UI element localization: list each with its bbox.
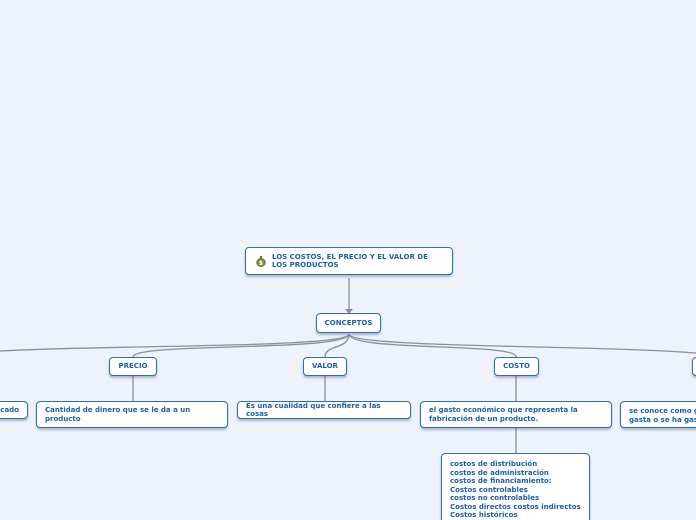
right-branch-node[interactable]: [692, 357, 696, 376]
valor-label: VALOR: [312, 362, 338, 371]
list-item: Costos históricos: [450, 511, 518, 519]
left-partial-description[interactable]: icado: [0, 401, 28, 419]
list-item: costos de distribución: [450, 460, 538, 468]
precio-description[interactable]: Cantidad de dinero que se le da a un pro…: [36, 401, 228, 428]
list-item: costos de financiamiento:: [450, 477, 552, 485]
left-partial-text: icado: [0, 405, 19, 414]
root-title: LOS COSTOS, EL PRECIO Y EL VALOR DE LOS …: [272, 252, 428, 270]
valor-description-text: Es una cualidad que confiere a las cosas: [246, 401, 381, 419]
costo-types-list[interactable]: costos de distribución costos de adminis…: [441, 453, 590, 520]
precio-description-text: Cantidad de dinero que se le da a un pro…: [45, 406, 191, 423]
list-item: Costos directos costos indirectos: [450, 502, 581, 511]
list-item: costos no controlables: [450, 494, 540, 502]
connector-valor: [324, 333, 350, 358]
connector-right-partial: [348, 333, 696, 354]
connector-left-partial: [0, 333, 350, 352]
list-item: Costos controlables: [450, 485, 528, 494]
svg-text:$: $: [259, 260, 263, 267]
root-connector-arrow: [345, 309, 353, 314]
money-bag-icon: $: [256, 256, 266, 267]
costo-description[interactable]: el gasto económico que representa la fab…: [420, 401, 612, 428]
connector-precio: [132, 333, 350, 358]
list-item: costos de administración: [450, 468, 549, 477]
valor-node[interactable]: VALOR: [303, 357, 347, 376]
root-topic[interactable]: $ LOS COSTOS, EL PRECIO Y EL VALOR DE LO…: [245, 247, 453, 275]
right-partial-description[interactable]: se conoce como g gasta o se ha gas: [620, 401, 696, 428]
valor-description[interactable]: Es una cualidad que confiere a las cosas: [237, 401, 411, 419]
right-partial-line1: se conoce como g: [629, 407, 696, 415]
costo-description-text: el gasto económico que representa la fab…: [429, 406, 578, 423]
precio-label: PRECIO: [118, 362, 148, 371]
conceptos-node[interactable]: CONCEPTOS: [316, 313, 381, 333]
connector-costo: [348, 333, 517, 358]
costo-node[interactable]: COSTO: [494, 357, 539, 376]
conceptos-label: CONCEPTOS: [324, 318, 373, 327]
costo-label: COSTO: [503, 362, 530, 371]
right-partial-line2: gasta o se ha gas: [629, 415, 696, 424]
precio-node[interactable]: PRECIO: [109, 357, 157, 376]
